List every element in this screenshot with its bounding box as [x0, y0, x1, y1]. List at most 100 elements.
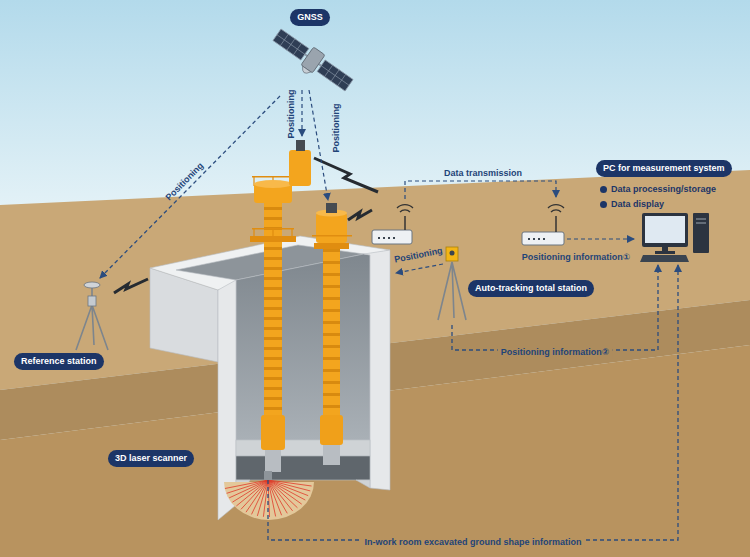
laser-ray [268, 480, 293, 511]
equipment-label: Reference station [14, 353, 104, 370]
total-station-part [438, 262, 466, 320]
router-part [548, 205, 564, 212]
router-part [522, 232, 564, 245]
equipment-label: 3D laser scanner [108, 450, 194, 467]
gnss-satellite-part [273, 29, 309, 60]
drilling-machine-part [326, 203, 337, 213]
label-holder: Reference station [14, 350, 104, 370]
labelled-equipment: Reference station [14, 278, 114, 370]
annotation-holder: Positioning information① [522, 246, 631, 264]
label-holder: PC for measurement system [596, 157, 732, 177]
router [372, 205, 413, 244]
annotation-text: Positioning [393, 245, 443, 265]
gnss-satellite-part [317, 60, 353, 91]
laser-ray [268, 480, 276, 516]
edge-label: In-work room excavated ground shape info… [361, 536, 584, 549]
bullet-dot [600, 201, 607, 208]
drilling-machine-part [289, 150, 311, 186]
drilling-machine-part [320, 415, 343, 445]
computer [640, 213, 709, 262]
link-line-part [301, 90, 302, 136]
labelled-equipment: PC for measurement systemData processing… [596, 155, 740, 265]
bullet-line: Data processing/storage [600, 183, 716, 196]
drilling-machine-part [264, 471, 272, 480]
equipment-label: GNSS [290, 9, 330, 26]
drilling-machine-part [254, 180, 292, 188]
drilling-machine-part [254, 229, 292, 236]
computer-part [645, 216, 685, 243]
edge-label: Positioning [164, 160, 206, 203]
computer-part [640, 255, 689, 262]
link-line-part [567, 238, 634, 239]
total-station-part [450, 251, 455, 256]
laser-ray [236, 480, 268, 506]
link-line [302, 90, 634, 273]
annotation-holder: Data transmission [444, 162, 522, 180]
link-line-part [396, 264, 443, 273]
labelled-equipment: GNSS [262, 6, 358, 96]
reference-tripod-part [76, 286, 108, 350]
label-holder: 3D laser scanner [108, 447, 194, 467]
router-part [555, 216, 557, 232]
gnss-satellite [268, 26, 355, 98]
caisson-part [356, 480, 370, 488]
laser-ray [268, 480, 287, 513]
router [522, 205, 564, 245]
equipment-label: Auto-tracking total station [468, 280, 594, 297]
label-holder: GNSS [290, 6, 330, 26]
ground [0, 170, 750, 557]
annotation-holder: Positioning [325, 104, 343, 153]
radio-bolt-part [348, 210, 372, 220]
edge-label-holder: Positioning [159, 156, 206, 203]
total-station [438, 247, 466, 320]
drilling-machine-part [261, 415, 285, 450]
link-line-part [405, 181, 556, 199]
gnss-satellite-part [300, 66, 311, 75]
annotation-text: Positioning [286, 90, 297, 139]
laser-ray [225, 480, 268, 488]
annotation-holder: Positioning [392, 239, 444, 266]
bullet-text: Data processing/storage [611, 183, 716, 196]
router-part [397, 205, 413, 212]
label-holder: Auto-tracking total station [468, 277, 594, 297]
computer-part [693, 213, 709, 253]
reference-tripod-part [84, 282, 100, 288]
drilling-machine-part [312, 235, 352, 237]
total-station-part [446, 247, 458, 261]
router-part [378, 237, 395, 239]
edge-label-holder: In-work room excavated ground shape info… [361, 531, 584, 549]
radio-bolt [114, 158, 378, 293]
bullet-row: Data display [596, 198, 664, 211]
equipment-label: PC for measurement system [596, 160, 732, 177]
computer-part [696, 219, 706, 223]
drilling-machine-part [250, 236, 296, 242]
caisson-part [236, 254, 370, 440]
caisson-part [236, 440, 370, 456]
router-part [528, 238, 545, 240]
router-part [404, 216, 406, 230]
caisson-part [236, 456, 370, 480]
annotation-text: Data transmission [444, 168, 522, 179]
drilling-machine-part [296, 140, 305, 151]
laser-ray [229, 480, 268, 498]
bullet-row: Data processing/storage [596, 183, 716, 196]
annotation-text: Positioning [331, 104, 342, 153]
labelled-equipment: 3D laser scanner [105, 445, 272, 480]
computer-part [642, 213, 688, 247]
drilling-machine-part [314, 243, 349, 249]
link-line-part [309, 90, 328, 200]
dashed-connector [100, 96, 280, 278]
radio-bolt-part [114, 279, 148, 293]
edge-label: Positioning information② [498, 346, 613, 359]
edge-label-holder: Positioning information② [498, 341, 613, 359]
dashed-connector [268, 265, 678, 540]
drilling-machine-part [323, 240, 340, 422]
drilling-machine-part [265, 450, 281, 472]
gnss-satellite-part [317, 60, 353, 91]
laser-ray [268, 480, 297, 508]
